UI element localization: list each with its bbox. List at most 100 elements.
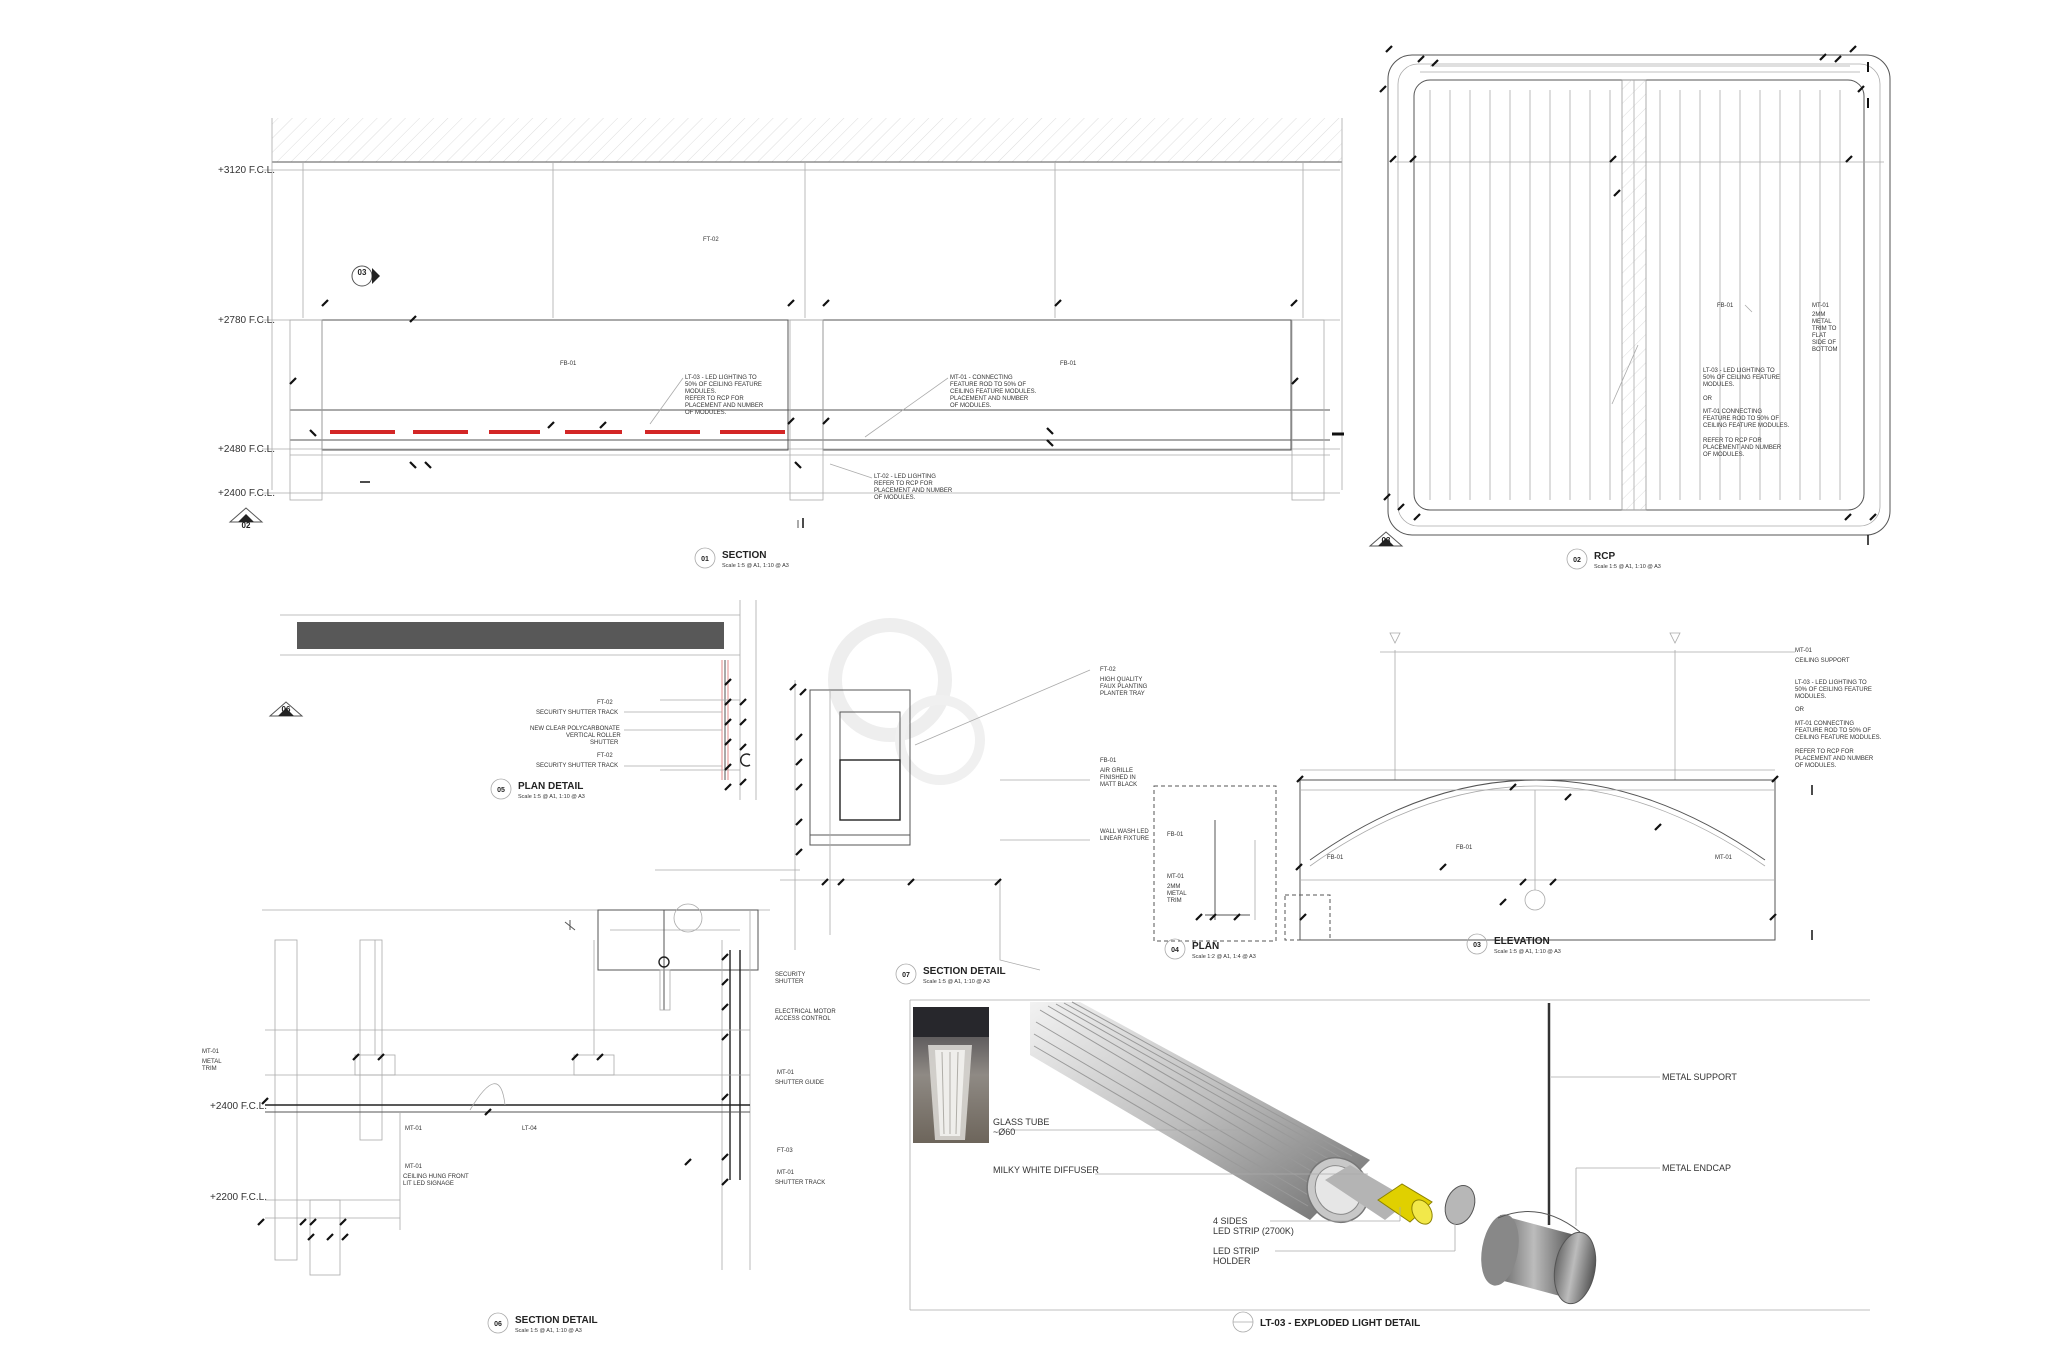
svg-text:07: 07 bbox=[902, 972, 910, 979]
tag-mt01: MT-01 bbox=[1795, 648, 1813, 654]
svg-text:03: 03 bbox=[1473, 942, 1481, 949]
svg-text:LT-03 - EXPLODED LIGHT DETAIL: LT-03 - EXPLODED LIGHT DETAIL bbox=[1260, 1318, 1420, 1329]
tag-fb01: FB-01 bbox=[1456, 845, 1473, 851]
svg-text:Scale 1:5 @ A1, 1:10 @ A3: Scale 1:5 @ A1, 1:10 @ A3 bbox=[1494, 949, 1561, 955]
note-shutter-track: SECURITY SHUTTER TRACK bbox=[536, 763, 618, 769]
tag-fb01: FB-01 bbox=[1100, 758, 1117, 764]
level-2780: +2780 F.C.L. bbox=[218, 315, 275, 326]
level-2480: +2480 F.C.L. bbox=[218, 444, 275, 455]
title-lt03-exploded: LT-03 - EXPLODED LIGHT DETAIL bbox=[1232, 1311, 1420, 1333]
tag-mt01: MT-01 bbox=[405, 1126, 423, 1132]
tag-ft03: FT-03 bbox=[777, 1148, 793, 1154]
svg-text:Scale 1:5 @ A1, 1:10 @ A3: Scale 1:5 @ A1, 1:10 @ A3 bbox=[923, 979, 990, 985]
svg-text:ELEVATION: ELEVATION bbox=[1494, 936, 1550, 947]
title-03: 03 ELEVATION Scale 1:5 @ A1, 1:10 @ A3 bbox=[1466, 933, 1561, 955]
title-02: 02 RCP Scale 1:5 @ A1, 1:10 @ A3 bbox=[1566, 548, 1661, 570]
tag-ft02: FT-02 bbox=[597, 753, 613, 759]
level-3120: +3120 F.C.L. bbox=[218, 165, 275, 176]
tag-fb01: FB-01 bbox=[1327, 855, 1344, 861]
tag-fb01: FB-01 bbox=[560, 361, 577, 367]
tag-mt01: MT-01 bbox=[1167, 874, 1185, 880]
rcp-02-drawing bbox=[1368, 45, 1891, 547]
note-shutter-track-06: SHUTTER TRACK bbox=[775, 1180, 825, 1186]
tag-mt01: MT-01 bbox=[1715, 855, 1733, 861]
svg-text:SECTION: SECTION bbox=[722, 550, 766, 561]
svg-text:01: 01 bbox=[701, 556, 709, 563]
svg-text:RCP: RCP bbox=[1594, 551, 1615, 562]
tag-fb01: FB-01 bbox=[1167, 832, 1184, 838]
title-01: 01 SECTION Scale 1:5 @ A1, 1:10 @ A3 bbox=[694, 547, 789, 569]
tag-mt01: MT-01 bbox=[1812, 303, 1830, 309]
datum-marker-02: 02 bbox=[242, 521, 251, 530]
section-marker-03: 03 bbox=[358, 268, 367, 277]
svg-text:Scale 1:5 @ A1, 1:10 @ A3: Scale 1:5 @ A1, 1:10 @ A3 bbox=[515, 1328, 582, 1334]
svg-text:PLAN: PLAN bbox=[1192, 941, 1219, 952]
svg-text:Scale 1:5 @ A1, 1:10 @ A3: Scale 1:5 @ A1, 1:10 @ A3 bbox=[722, 563, 789, 569]
svg-text:SECTION DETAIL: SECTION DETAIL bbox=[923, 966, 1006, 977]
svg-text:02: 02 bbox=[1573, 557, 1581, 564]
tag-ft02: FT-02 bbox=[1100, 667, 1116, 673]
tag-mt01: MT-01 bbox=[202, 1049, 220, 1055]
label-metal-support: METAL SUPPORT bbox=[1662, 1072, 1737, 1082]
tag-mt01: MT-01 bbox=[777, 1070, 795, 1076]
tag-ft02: FT-02 bbox=[703, 237, 719, 243]
plan-detail-05-drawing bbox=[268, 600, 757, 800]
note-or-rcp: OR bbox=[1703, 396, 1713, 402]
svg-text:SECTION DETAIL: SECTION DETAIL bbox=[515, 1315, 598, 1326]
svg-text:05: 05 bbox=[497, 787, 505, 794]
section-detail-07-drawing bbox=[655, 618, 1091, 971]
title-07: 07 SECTION DETAIL Scale 1:5 @ A1, 1:10 @… bbox=[895, 963, 1006, 985]
level-2400: +2400 F.C.L. bbox=[210, 1101, 267, 1112]
tag-fb01: FB-01 bbox=[1060, 361, 1077, 367]
tag-mt01: MT-01 bbox=[405, 1164, 423, 1170]
elevation-03-drawing bbox=[1295, 632, 1813, 941]
note-shutter-track: SECURITY SHUTTER TRACK bbox=[536, 710, 618, 716]
label-metal-endcap: METAL ENDCAP bbox=[1662, 1163, 1731, 1173]
section-01-drawing bbox=[228, 118, 1344, 528]
svg-text:Scale 1:5 @ A1, 1:10 @ A3: Scale 1:5 @ A1, 1:10 @ A3 bbox=[1594, 564, 1661, 570]
svg-text:PLAN DETAIL: PLAN DETAIL bbox=[518, 781, 583, 792]
svg-text:04: 04 bbox=[1171, 947, 1179, 954]
tag-ft02: FT-02 bbox=[597, 700, 613, 706]
note-shutter-guide: SHUTTER GUIDE bbox=[775, 1080, 824, 1086]
level-2400: +2400 F.C.L. bbox=[218, 488, 275, 499]
tag-lt04: LT-04 bbox=[522, 1126, 538, 1132]
level-2200: +2200 F.C.L. bbox=[210, 1192, 267, 1203]
svg-text:06: 06 bbox=[494, 1321, 502, 1328]
svg-text:Scale 1:5 @ A1, 1:10 @ A3: Scale 1:5 @ A1, 1:10 @ A3 bbox=[518, 794, 585, 800]
note-ceiling-support: CEILING SUPPORT bbox=[1795, 658, 1850, 664]
title-06: 06 SECTION DETAIL Scale 1:5 @ A1, 1:10 @… bbox=[487, 1312, 598, 1334]
title-04: 04 PLAN Scale 1:2 @ A1, 1:4 @ A3 bbox=[1164, 938, 1256, 960]
datum-marker-06: 06 bbox=[282, 705, 291, 714]
tag-fb01: FB-01 bbox=[1717, 303, 1734, 309]
title-05: 05 PLAN DETAIL Scale 1:5 @ A1, 1:10 @ A3 bbox=[490, 778, 585, 800]
label-glass-tube: GLASS TUBE~Ø60 bbox=[993, 1117, 1049, 1137]
section-detail-06-drawing bbox=[257, 903, 770, 1276]
svg-text:Scale 1:2 @ A1, 1:4 @ A3: Scale 1:2 @ A1, 1:4 @ A3 bbox=[1192, 954, 1256, 960]
datum-marker-03: 03 bbox=[1382, 536, 1391, 545]
note-or-elevation: OR bbox=[1795, 707, 1805, 713]
exploded-light-detail-drawing bbox=[909, 999, 1870, 1311]
